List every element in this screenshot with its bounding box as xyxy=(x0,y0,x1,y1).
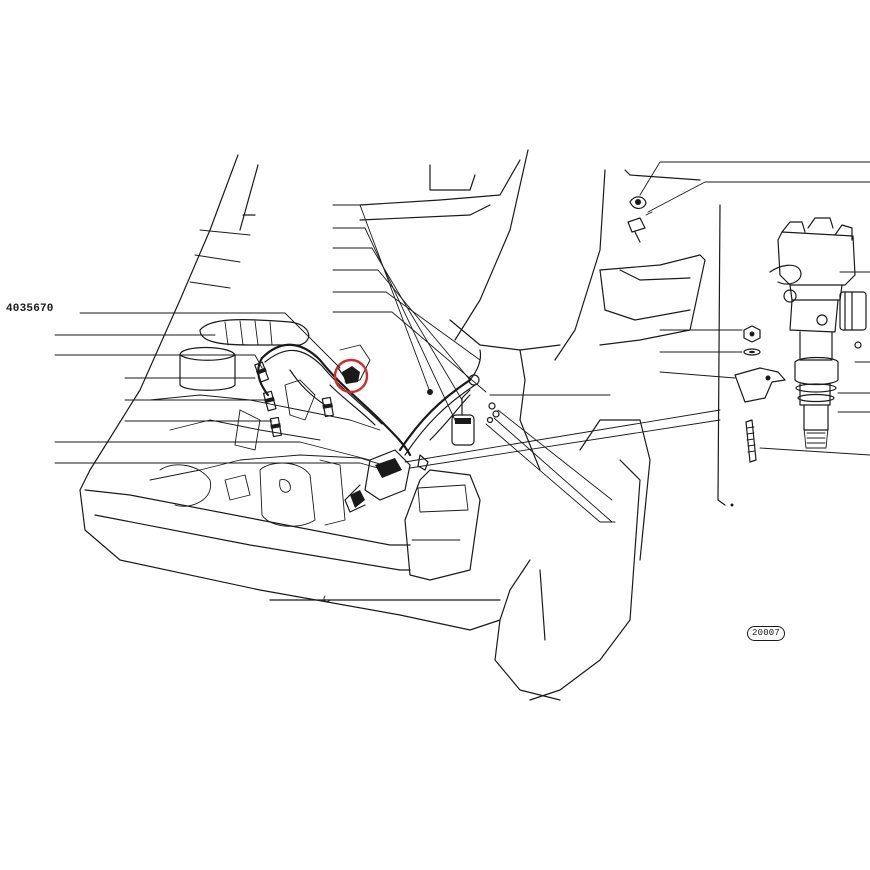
car-body-outline xyxy=(79,149,726,701)
highlight-circle xyxy=(333,358,369,394)
distributor-exploded xyxy=(769,217,867,449)
leader-lines-center xyxy=(332,204,487,421)
leader-lines-right xyxy=(404,161,870,523)
exploded-hardware xyxy=(734,325,786,463)
highlighted-connector xyxy=(333,358,369,394)
leader-lines-left xyxy=(54,312,386,471)
part-number-label: 4035670 xyxy=(6,303,54,315)
spark-plugs xyxy=(254,361,334,438)
small-hardware xyxy=(427,196,653,424)
distributor-in-bay xyxy=(344,449,429,513)
ignition-coil xyxy=(451,374,480,446)
diagram-reference-code: 20007 xyxy=(747,626,786,641)
engine-bay xyxy=(149,319,381,527)
